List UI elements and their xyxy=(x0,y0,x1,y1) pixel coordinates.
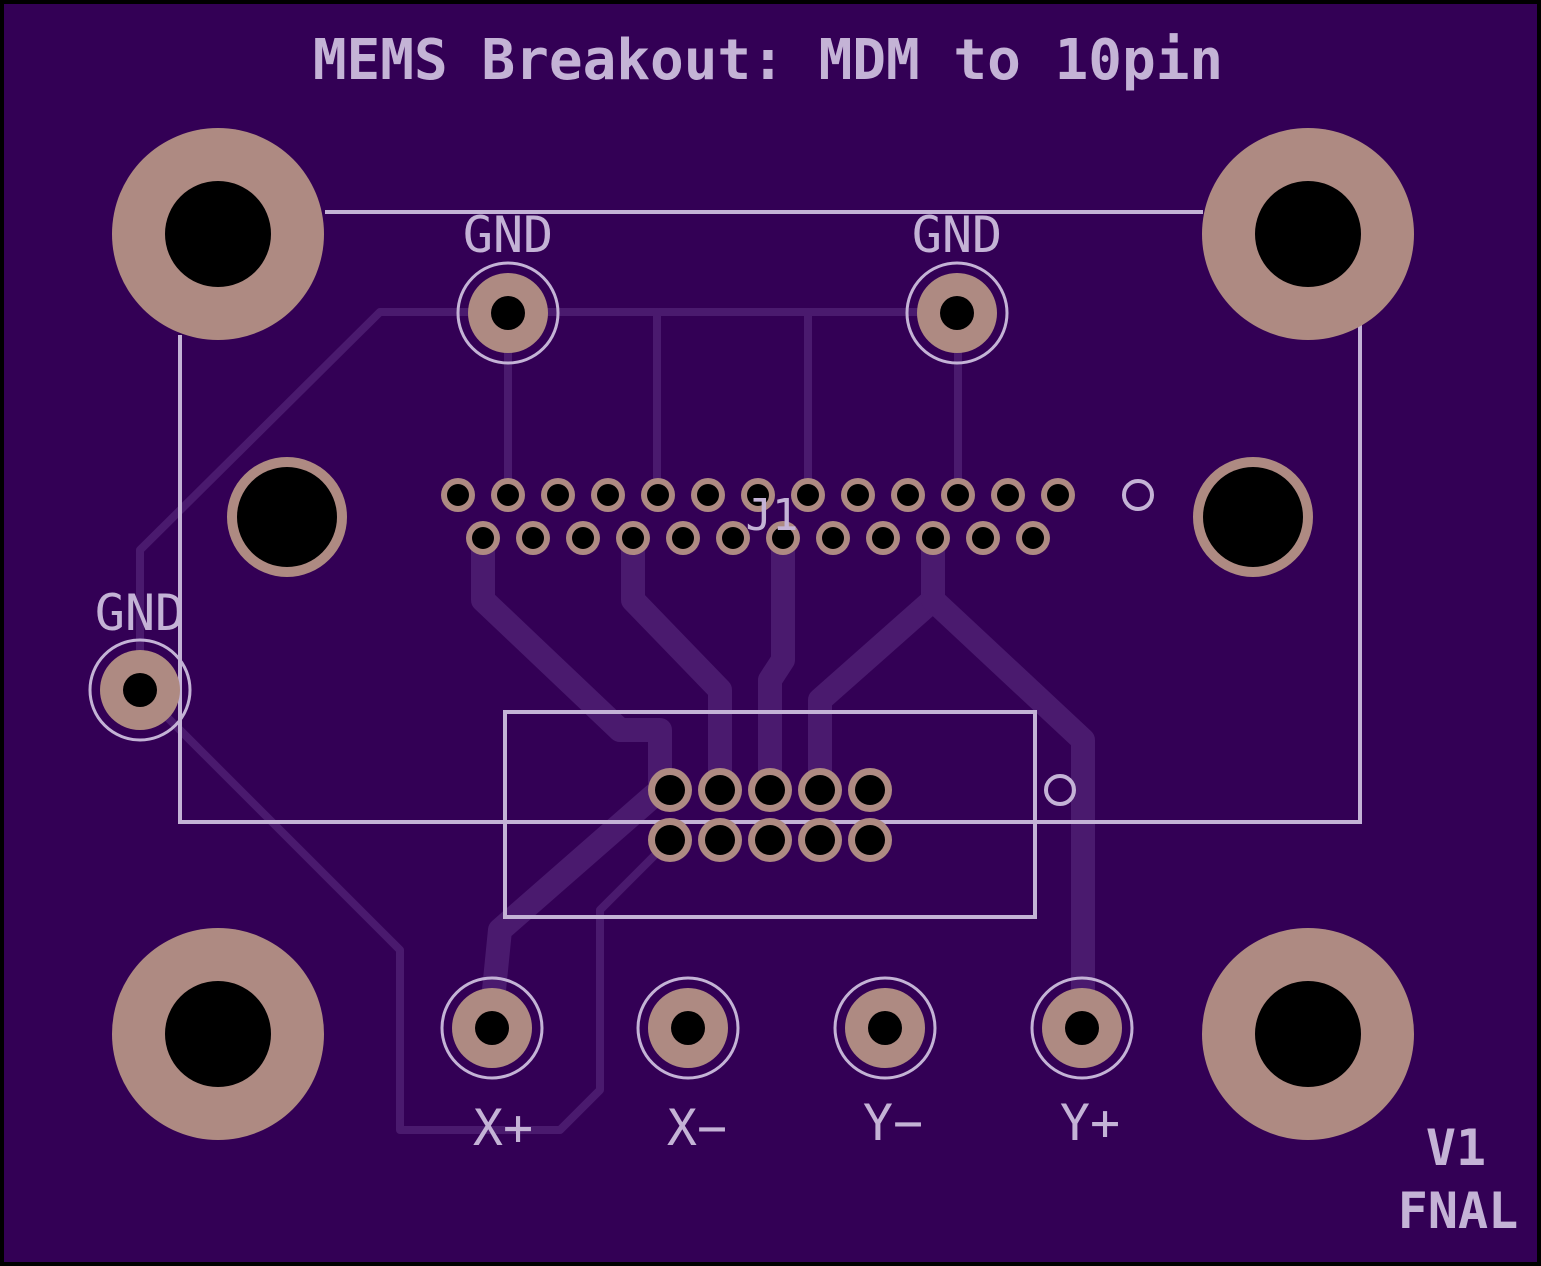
copper-traces xyxy=(136,308,1095,1134)
testpoint-x-plus xyxy=(440,976,544,1080)
header-pin-3 xyxy=(748,768,792,812)
signal-label-x-plus: X+ xyxy=(473,1099,533,1157)
version-label: V1 xyxy=(1426,1119,1486,1177)
pin1-marker-mdm xyxy=(1122,479,1154,511)
mdm-pin-bottom-5 xyxy=(666,521,700,555)
mdm-pin-top-9 xyxy=(841,478,875,512)
trace-gnd-left xyxy=(136,308,674,1134)
mdm-mount-hole-right xyxy=(1193,457,1313,577)
mdm-mount-hole-left xyxy=(227,457,347,577)
header-pin-8 xyxy=(748,818,792,862)
header-pin-1 xyxy=(648,768,692,812)
header-outline xyxy=(503,710,1037,919)
header-pin-10 xyxy=(848,818,892,862)
header-pin-6 xyxy=(648,818,692,862)
gnd-testpoint-3 xyxy=(88,638,192,742)
mdm-pin-bottom-3 xyxy=(566,521,600,555)
mounting-hole-top-left xyxy=(112,128,324,340)
trace-x-minus xyxy=(621,526,732,802)
mdm-pin-top-5 xyxy=(641,478,675,512)
testpoint-y-plus xyxy=(1030,976,1134,1080)
gnd-label-1: GND xyxy=(463,206,553,264)
header-pin-array xyxy=(648,768,892,862)
mdm-pin-top-4 xyxy=(591,478,625,512)
mdm-pin-top-3 xyxy=(541,478,575,512)
mdm-pin-top-1 xyxy=(441,478,475,512)
trace-y-plus xyxy=(808,526,945,802)
mounting-hole-bottom-right xyxy=(1202,928,1414,1140)
mdm-pin-top-8 xyxy=(791,478,825,512)
signal-label-y-plus: Y+ xyxy=(1060,1094,1120,1152)
mdm-pin-top-7 xyxy=(741,478,775,512)
mdm-pin-top-13 xyxy=(1041,478,1075,512)
board-title: MEMS Breakout: MDM to 10pin xyxy=(313,28,1223,93)
gnd-testpoint-1 xyxy=(456,261,560,365)
mdm-pin-top-10 xyxy=(891,478,925,512)
mdm-pin-bottom-1 xyxy=(466,521,500,555)
mdm-pin-bottom-7 xyxy=(766,521,800,555)
mdm-pin-bottom-8 xyxy=(816,521,850,555)
mdm-pin-bottom-10 xyxy=(916,521,950,555)
mdm-pin-top-2 xyxy=(491,478,525,512)
header-pin-7 xyxy=(698,818,742,862)
connector-ref-label: J1 xyxy=(746,490,799,541)
signal-testpoints xyxy=(440,976,1134,1080)
trace-y-minus xyxy=(758,526,795,802)
mdm-pin-bottom-6 xyxy=(716,521,750,555)
mounting-hole-top-right xyxy=(1202,128,1414,340)
mounting-hole-bottom-left xyxy=(112,928,324,1140)
signal-label-x-minus: X− xyxy=(667,1099,727,1157)
org-label: FNAL xyxy=(1398,1182,1518,1240)
mdm-pin-bottom-11 xyxy=(966,521,1000,555)
testpoint-y-minus xyxy=(833,976,937,1080)
gnd-testpoint-2 xyxy=(905,261,1009,365)
mdm-pin-top-11 xyxy=(941,478,975,512)
mdm-pin-bottom-2 xyxy=(516,521,550,555)
gnd-label-3: GND xyxy=(95,584,185,642)
mdm-pin-top-12 xyxy=(991,478,1025,512)
pin1-marker-header xyxy=(1044,774,1076,806)
mdm-pin-top-6 xyxy=(691,478,725,512)
trace-x-plus xyxy=(471,526,672,1042)
mdm-pin-bottom-9 xyxy=(866,521,900,555)
header-pin-2 xyxy=(698,768,742,812)
mdm-mount-holes xyxy=(227,457,1313,577)
gnd-testpoints xyxy=(88,261,1009,742)
signal-label-y-minus: Y− xyxy=(863,1094,923,1152)
header-pin-9 xyxy=(798,818,842,862)
mdm-pin-bottom-4 xyxy=(616,521,650,555)
mdm-pin-bottom-12 xyxy=(1016,521,1050,555)
testpoint-x-minus xyxy=(636,976,740,1080)
header-pin-4 xyxy=(798,768,842,812)
header-pin-5 xyxy=(848,768,892,812)
trace-y-plus-out xyxy=(921,588,1095,1042)
mdm-pin-array xyxy=(441,478,1075,555)
mounting-holes xyxy=(112,128,1414,1140)
gnd-label-2: GND xyxy=(912,206,1002,264)
